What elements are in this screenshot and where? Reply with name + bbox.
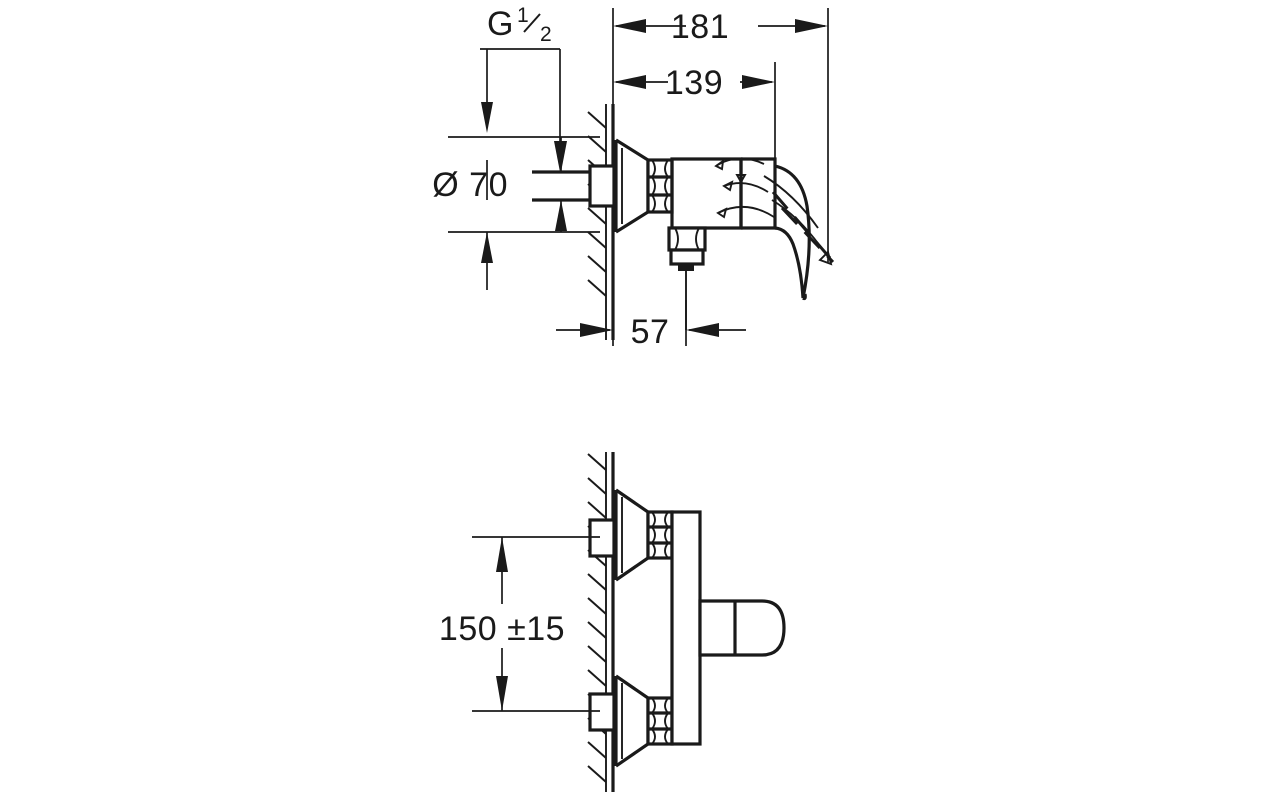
callout-thread-g-half: G 1 2 [480,4,566,172]
side-section-view: 181 139 G 1 2 [432,4,835,351]
dimension-150-label: 150 ±15 [439,610,565,648]
dimension-139: 139 [613,62,776,159]
thread-callout-numerator: 1 [517,4,529,27]
dimension-57: 57 [556,300,746,351]
thread-callout-main: G [487,5,514,43]
lower-union-assembly [588,674,674,768]
dimension-57-label: 57 [631,313,670,351]
dimension-181-label: 181 [671,8,729,46]
front-body-plate [670,510,702,746]
dimension-diameter-70: Ø 70 [432,136,600,290]
dimension-181: 181 [612,8,829,262]
outlet-fitting [667,226,707,330]
inlet-nipple [532,164,616,208]
handle-open-position-dashed [763,175,835,266]
dimension-diameter-70-label: Ø 70 [432,166,508,204]
upper-union-assembly [588,488,674,582]
front-handle [698,599,786,657]
lever-handle [774,164,811,301]
wall-section-front [587,452,615,792]
coupling-nut [646,158,674,214]
handle-swing-arcs [714,157,775,219]
front-view: 150 ±15 [439,452,786,792]
thread-callout-denominator: 2 [540,23,552,46]
dimension-150-plus-minus-15: 150 ±15 [439,536,600,712]
wall-hatching-front [587,453,607,783]
dimension-139-label: 139 [665,64,723,102]
